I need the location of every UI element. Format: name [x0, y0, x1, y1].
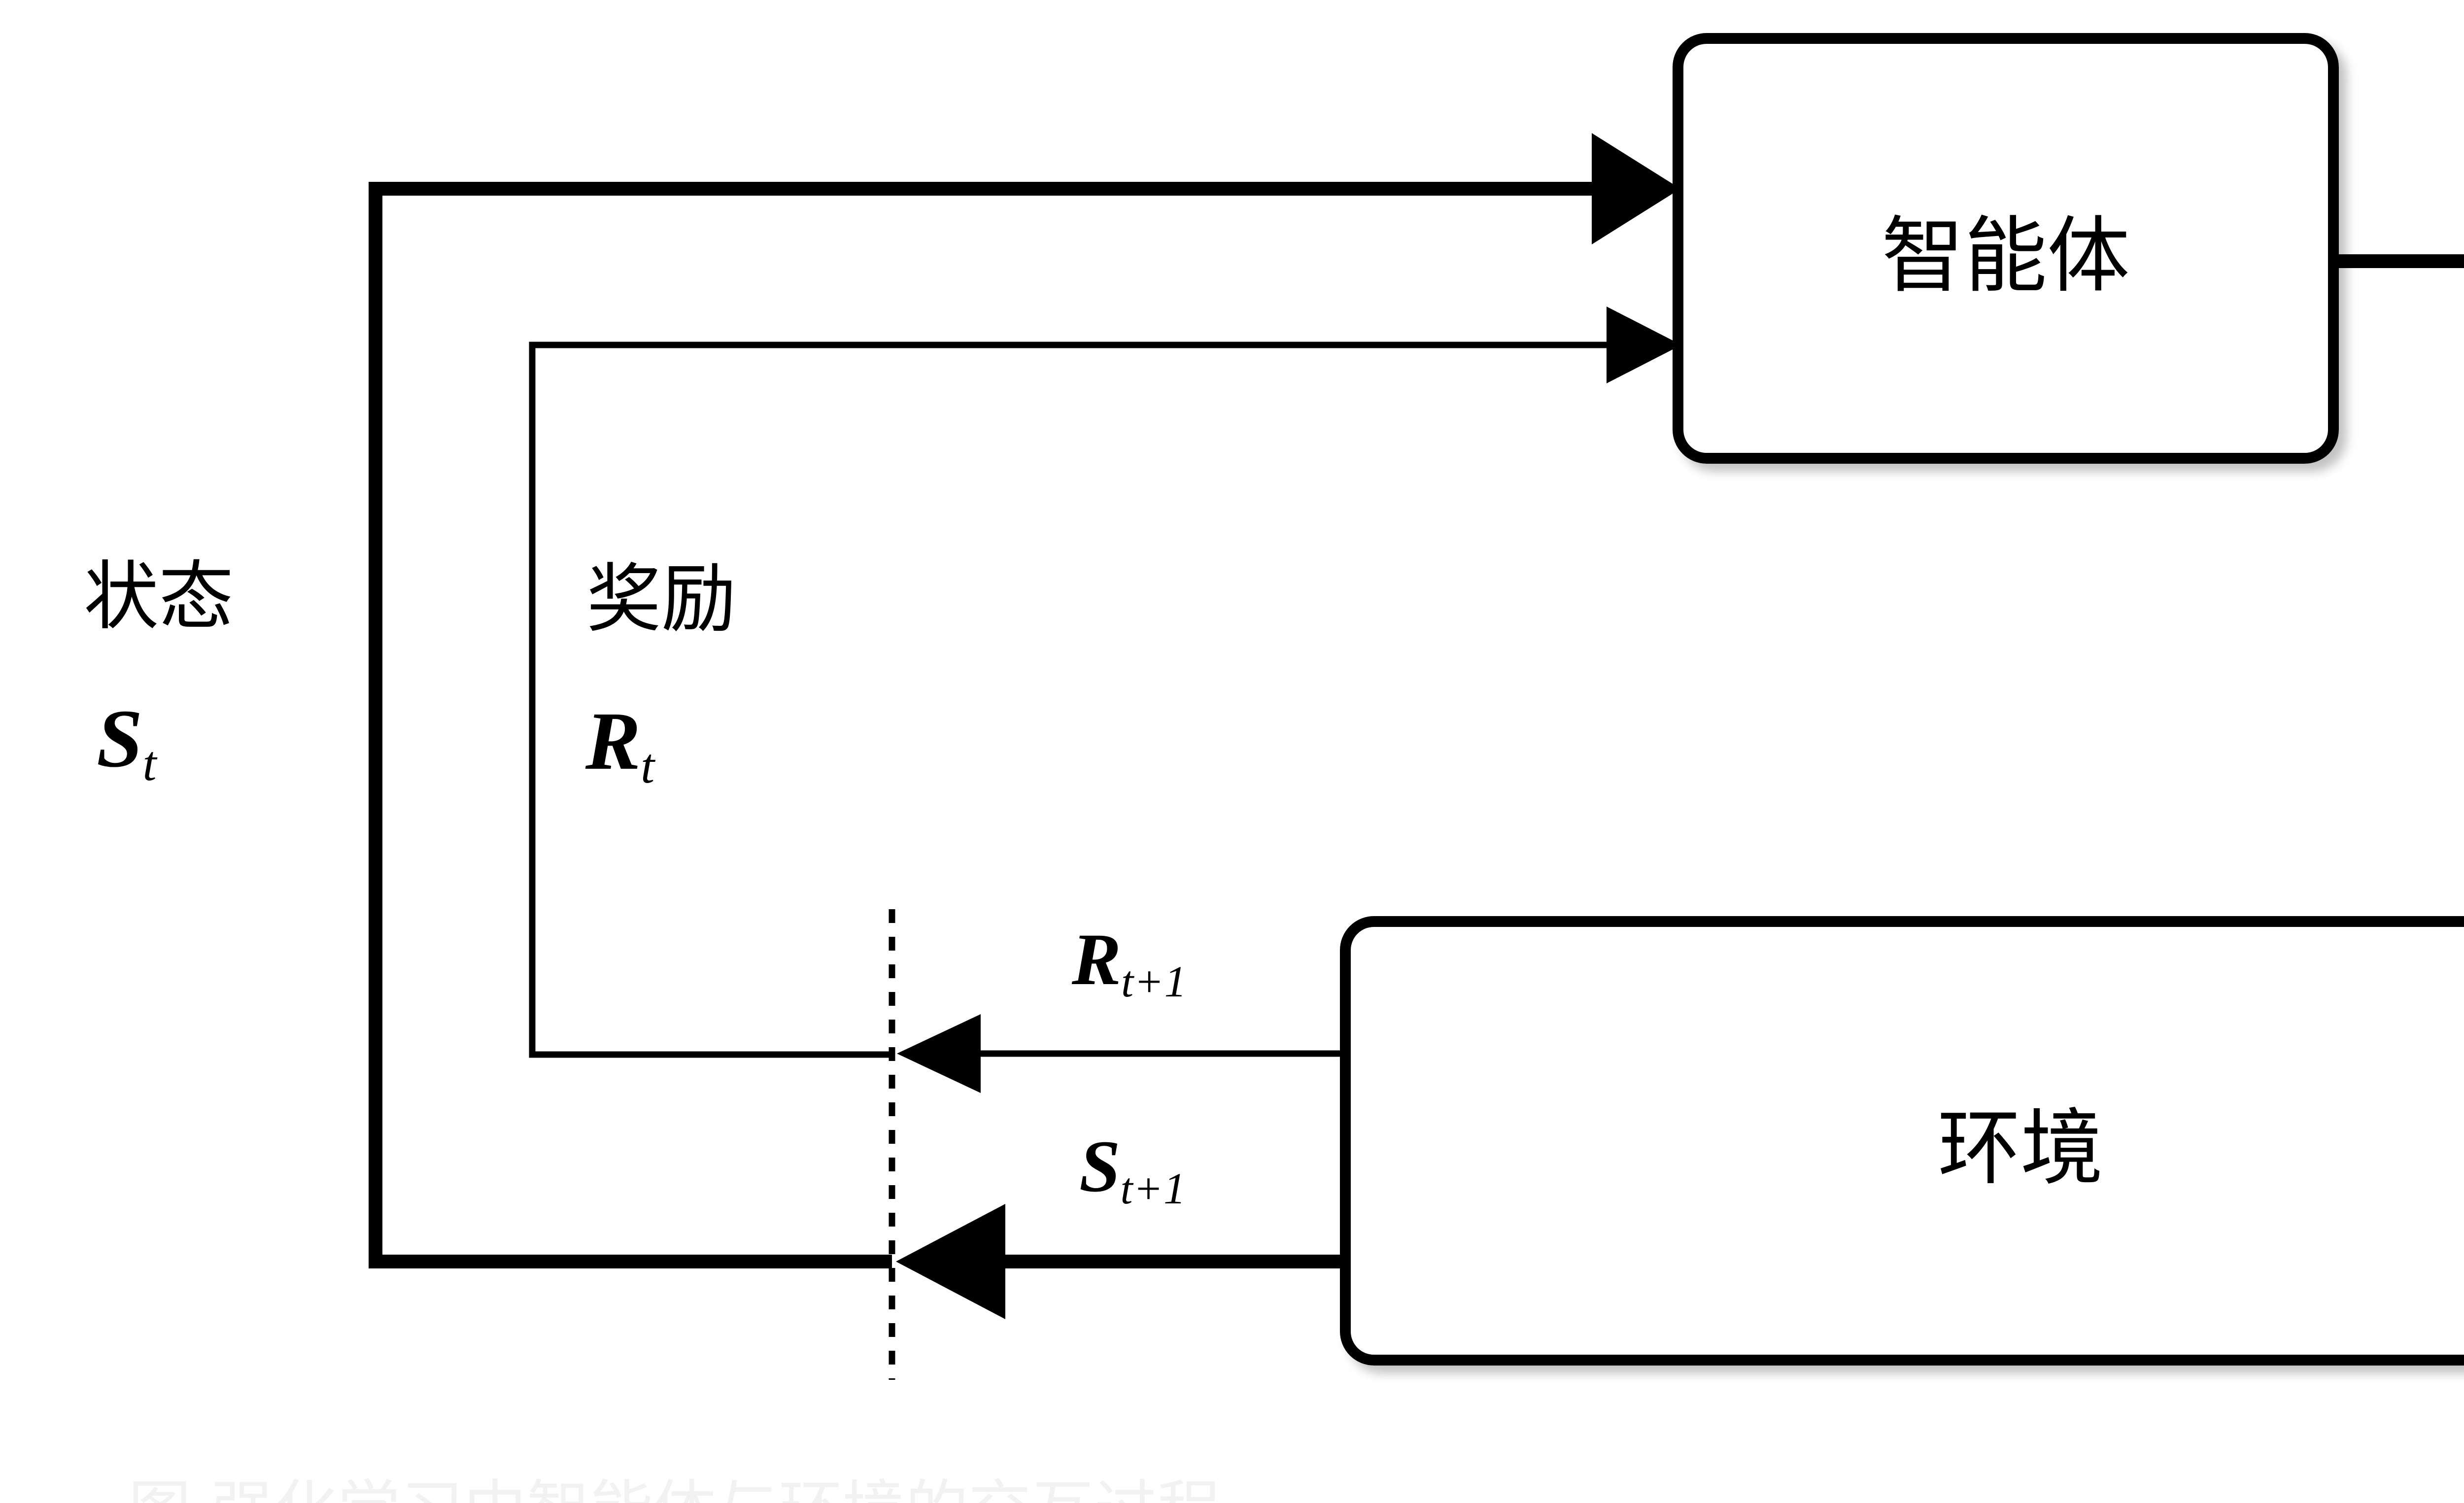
state-next-symbol-subscript: t+1 [1120, 1164, 1186, 1214]
state-symbol-base: S [97, 693, 143, 785]
reward-edge-symbol: Rt [585, 700, 655, 791]
reward-next-symbol: Rt+1 [1072, 922, 1187, 1004]
environment-node-label: 环境 [1938, 1099, 2103, 1196]
reward-next-arrowhead [897, 1014, 981, 1093]
state-next-symbol: St+1 [1079, 1129, 1186, 1211]
state-edge-label-cjk: 状态 [84, 553, 234, 640]
agent-node-label: 智能体 [1882, 207, 2130, 304]
state-symbol-subscript: t [142, 736, 157, 791]
reward-symbol-subscript: t [641, 738, 655, 794]
reward-symbol-base: R [585, 695, 641, 787]
state-edge-symbol: St [97, 697, 157, 788]
state-feedback-line [369, 182, 1592, 1268]
state-next-symbol-base: S [1079, 1126, 1121, 1207]
reward-feedback-arrowhead [1607, 307, 1681, 383]
agent-node-box[interactable] [1673, 33, 2339, 464]
state-next-arrowhead [896, 1204, 1005, 1319]
reward-next-symbol-subscript: t+1 [1121, 957, 1187, 1007]
figure-caption: 图 强化学习中智能体与环境的交互过程 [128, 1459, 1221, 1503]
state-feedback-arrowhead [1592, 133, 1680, 244]
reward-feedback-line [529, 342, 1607, 1058]
environment-node-box[interactable] [1340, 916, 2464, 1366]
reward-next-symbol-base: R [1072, 919, 1122, 1000]
reward-edge-label-cjk: 奖励 [586, 555, 736, 643]
